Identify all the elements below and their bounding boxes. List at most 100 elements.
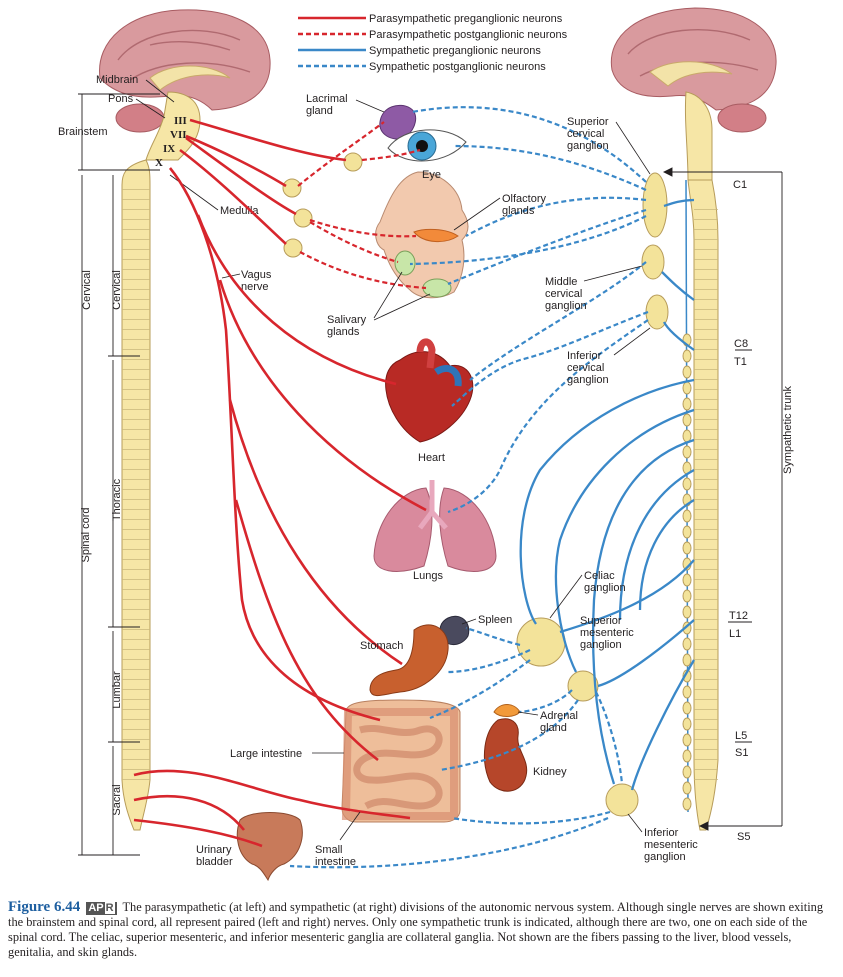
label-l1: L1	[729, 628, 741, 640]
label-vagus-1: Vagus	[241, 269, 272, 281]
left-spinal-cord	[121, 91, 201, 831]
trunk-ganglion	[682, 637, 692, 651]
trunk-ganglion	[682, 749, 692, 763]
label-sympathetic-trunk: Sympathetic trunk	[782, 385, 794, 474]
trunk-ganglion	[682, 477, 692, 491]
celiac-ganglion	[516, 617, 566, 667]
right-spinal-cord	[684, 91, 719, 831]
label-sacral: Sacral	[111, 784, 123, 815]
label-salivary-1: Salivary	[327, 314, 367, 326]
label-spleen: Spleen	[478, 614, 512, 626]
right-bracket	[662, 167, 783, 831]
label-bladder-1: Urinary	[196, 844, 232, 856]
sympathetic-trunk-chain	[682, 179, 692, 813]
label-small-2: intestine	[315, 856, 356, 868]
label-thoracic: Thoracic	[111, 478, 123, 521]
sympathetic-postganglionic	[289, 106, 649, 869]
autonomic-nervous-system-diagram: Parasympathetic preganglionic neurons Pa…	[58, 7, 794, 882]
label-middle-1: Middle	[545, 276, 577, 288]
trunk-ganglion	[682, 605, 692, 619]
label-large-intestine: Large intestine	[230, 748, 302, 760]
cranial-nerve-ix: IX	[163, 143, 175, 155]
organs	[236, 104, 528, 882]
trunk-ganglion	[682, 381, 692, 395]
submandibular-ganglion	[293, 208, 313, 228]
label-cervical-inner: Cervical	[111, 270, 123, 310]
cranial-nerve-x: X	[155, 157, 163, 169]
label-celiac-2: ganglion	[584, 582, 626, 594]
label-vagus-2: nerve	[241, 281, 269, 293]
label-midbrain: Midbrain	[96, 74, 138, 86]
apr-badge-r: R	[104, 902, 115, 914]
legend-symp-post: Sympathetic postganglionic neurons	[369, 61, 546, 73]
otic-ganglion	[283, 238, 303, 258]
parasympathetic-pathways	[133, 118, 427, 848]
label-lungs: Lungs	[413, 570, 443, 582]
left-brain	[99, 9, 271, 133]
label-infmes-3: ganglion	[644, 851, 686, 863]
label-middle-2: cervical	[545, 288, 582, 300]
legend-symp-pre: Sympathetic preganglionic neurons	[369, 45, 541, 57]
trunk-ganglion	[682, 573, 692, 587]
label-inferior-3: ganglion	[567, 374, 609, 386]
trunk-ganglion	[682, 653, 692, 667]
label-supmes-2: mesenteric	[580, 627, 634, 639]
label-stomach: Stomach	[360, 640, 403, 652]
sympathetic-pathways	[519, 198, 695, 791]
label-kidney: Kidney	[533, 766, 567, 778]
trunk-ganglion	[682, 717, 692, 731]
cranial-nerve-vii: VII	[170, 129, 187, 141]
label-bladder-2: bladder	[196, 856, 233, 868]
label-pons: Pons	[108, 93, 134, 105]
label-s5: S5	[737, 831, 750, 843]
label-lacrimal-1: Lacrimal	[306, 93, 348, 105]
label-supmes-3: ganglion	[580, 639, 622, 651]
label-small-1: Small	[315, 844, 343, 856]
label-salivary-2: glands	[327, 326, 360, 338]
label-celiac-1: Celiac	[584, 570, 615, 582]
cranial-nerve-iii: III	[174, 115, 187, 127]
label-olfactory-1: Olfactory	[502, 193, 547, 205]
trunk-ganglion	[682, 781, 692, 795]
trunk-ganglion	[682, 701, 692, 715]
label-infmes-1: Inferior	[644, 827, 679, 839]
label-superior-1: Superior	[567, 116, 609, 128]
label-t12: T12	[729, 610, 748, 622]
trunk-ganglion	[682, 509, 692, 523]
label-c8: C8	[734, 338, 748, 350]
label-c1: C1	[733, 179, 747, 191]
label-adrenal-2: gland	[540, 722, 567, 734]
ganglia	[282, 152, 669, 817]
legend: Parasympathetic preganglionic neurons Pa…	[298, 13, 568, 73]
trunk-ganglion	[682, 589, 692, 603]
label-brainstem: Brainstem	[58, 126, 108, 138]
label-superior-2: cervical	[567, 128, 604, 140]
trunk-ganglion	[682, 365, 692, 379]
legend-para-post: Parasympathetic postganglionic neurons	[369, 29, 568, 41]
label-eye: Eye	[422, 169, 441, 181]
trunk-ganglion	[682, 765, 692, 779]
caption-figure-number: Figure 6.44	[8, 899, 81, 915]
trunk-ganglion	[682, 525, 692, 539]
trunk-ganglion	[682, 541, 692, 555]
label-inferior-1: Inferior	[567, 350, 602, 362]
apr-badge-a: AP	[88, 902, 104, 914]
ciliary-ganglion	[343, 152, 363, 172]
trunk-ganglion	[682, 397, 692, 411]
label-middle-3: ganglion	[545, 300, 587, 312]
label-adrenal-1: Adrenal	[540, 710, 578, 722]
label-infmes-2: mesenteric	[644, 839, 698, 851]
trunk-ganglion	[682, 797, 692, 811]
label-t1: T1	[734, 356, 747, 368]
legend-para-pre: Parasympathetic preganglionic neurons	[369, 13, 563, 25]
trunk-ganglion	[682, 413, 692, 427]
label-lumbar: Lumbar	[111, 671, 123, 709]
superior-cervical-ganglion	[642, 172, 668, 238]
left-brackets	[78, 93, 160, 856]
trunk-ganglion	[682, 349, 692, 363]
pterygopalatine-ganglion	[282, 178, 302, 198]
label-lacrimal-2: gland	[306, 105, 333, 117]
label-cervical: Cervical	[81, 270, 93, 310]
